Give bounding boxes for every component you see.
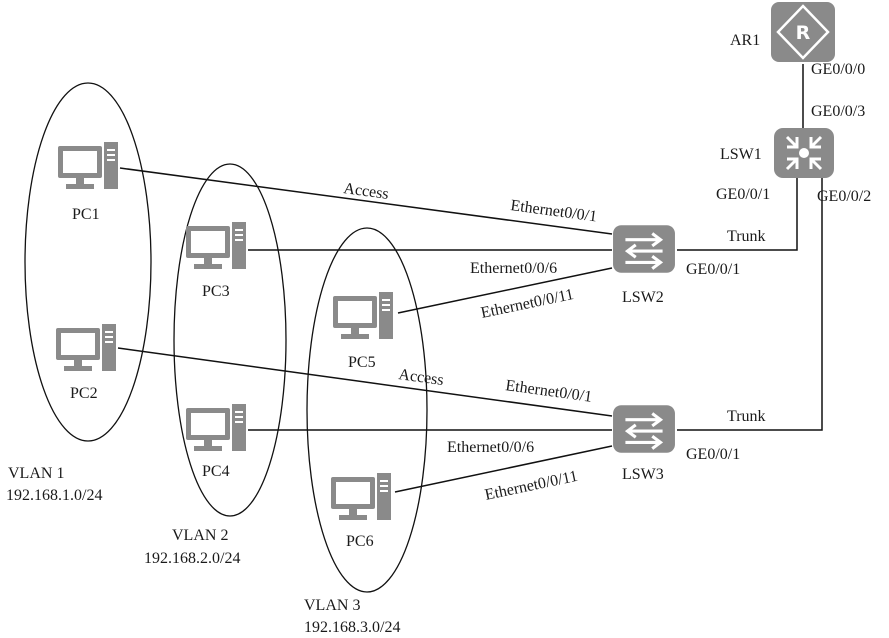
vlan3-subnet: 192.168.3.0/24 <box>304 619 400 636</box>
vlan1-name: VLAN 1 <box>8 465 64 482</box>
lsw3-port11-label: Ethernet0/0/11 <box>483 468 579 504</box>
pc6-label: PC6 <box>346 533 374 550</box>
vlan1-ellipse <box>24 82 152 442</box>
vlan2-ellipse <box>173 163 287 517</box>
link-pc2-lsw3 <box>117 347 613 417</box>
lsw2-port6-label: Ethernet0/0/6 <box>470 260 557 277</box>
trunk-lsw3-lsw1 <box>677 178 823 431</box>
access-label-1: Access <box>342 180 389 203</box>
l3-switch-icon <box>799 148 809 158</box>
pc3-label: PC3 <box>202 283 230 300</box>
lsw3-port6-label: Ethernet0/0/6 <box>447 439 534 456</box>
lsw2-label: LSW2 <box>622 289 664 306</box>
trunk-label-2: Trunk <box>727 408 766 425</box>
pc5-label: PC5 <box>348 354 376 371</box>
pc1-icon[interactable] <box>58 142 118 189</box>
pc2-icon[interactable] <box>56 324 116 371</box>
vlan3-name: VLAN 3 <box>304 597 360 614</box>
vlan1-subnet: 192.168.1.0/24 <box>6 487 102 504</box>
lsw1-left-port-label: GE0/0/1 <box>716 186 770 203</box>
switch-lsw2-icon[interactable] <box>612 224 676 274</box>
vlan3-ellipse <box>306 227 428 593</box>
pc5-icon[interactable] <box>333 292 393 339</box>
lsw2-port11-label: Ethernet0/0/11 <box>479 286 575 322</box>
lsw1-up-port-label: GE0/0/3 <box>811 103 865 120</box>
router-label: AR1 <box>730 32 760 49</box>
trunk-label-1: Trunk <box>727 228 766 245</box>
vlan2-name: VLAN 2 <box>172 527 228 544</box>
router-icon-glyph: R <box>796 22 811 44</box>
core-switch-lsw1[interactable] <box>774 128 834 178</box>
lsw3-uplink-label: GE0/0/1 <box>686 446 740 463</box>
lsw2-uplink-label: GE0/0/1 <box>686 261 740 278</box>
pc2-label: PC2 <box>70 385 98 402</box>
link-pc6-lsw3 <box>394 445 613 493</box>
vlan2-subnet: 192.168.2.0/24 <box>144 550 240 567</box>
link-pc1-lsw2 <box>119 167 613 235</box>
lsw2-port1-label: Ethernet0/0/1 <box>509 197 598 225</box>
switch-lsw3-icon[interactable] <box>612 404 676 454</box>
trunk-lsw2-lsw1 <box>677 178 798 251</box>
pc6-icon[interactable] <box>331 473 391 520</box>
router-ar1[interactable]: R <box>771 2 835 62</box>
lsw1-label: LSW1 <box>720 146 762 163</box>
lsw3-port1-label: Ethernet0/0/1 <box>504 377 593 406</box>
pc3-icon[interactable] <box>186 222 246 269</box>
pc1-label: PC1 <box>72 206 100 223</box>
access-label-2: Access <box>397 366 444 389</box>
router-port-label: GE0/0/0 <box>811 61 865 78</box>
link-pc5-lsw2 <box>397 267 613 314</box>
router-body <box>771 2 835 62</box>
lsw3-label: LSW3 <box>622 466 664 483</box>
router-icon <box>776 4 830 60</box>
pc4-label: PC4 <box>202 463 230 480</box>
pc4-icon[interactable] <box>186 404 246 451</box>
lsw1-right-port-label: GE0/0/2 <box>817 188 871 205</box>
